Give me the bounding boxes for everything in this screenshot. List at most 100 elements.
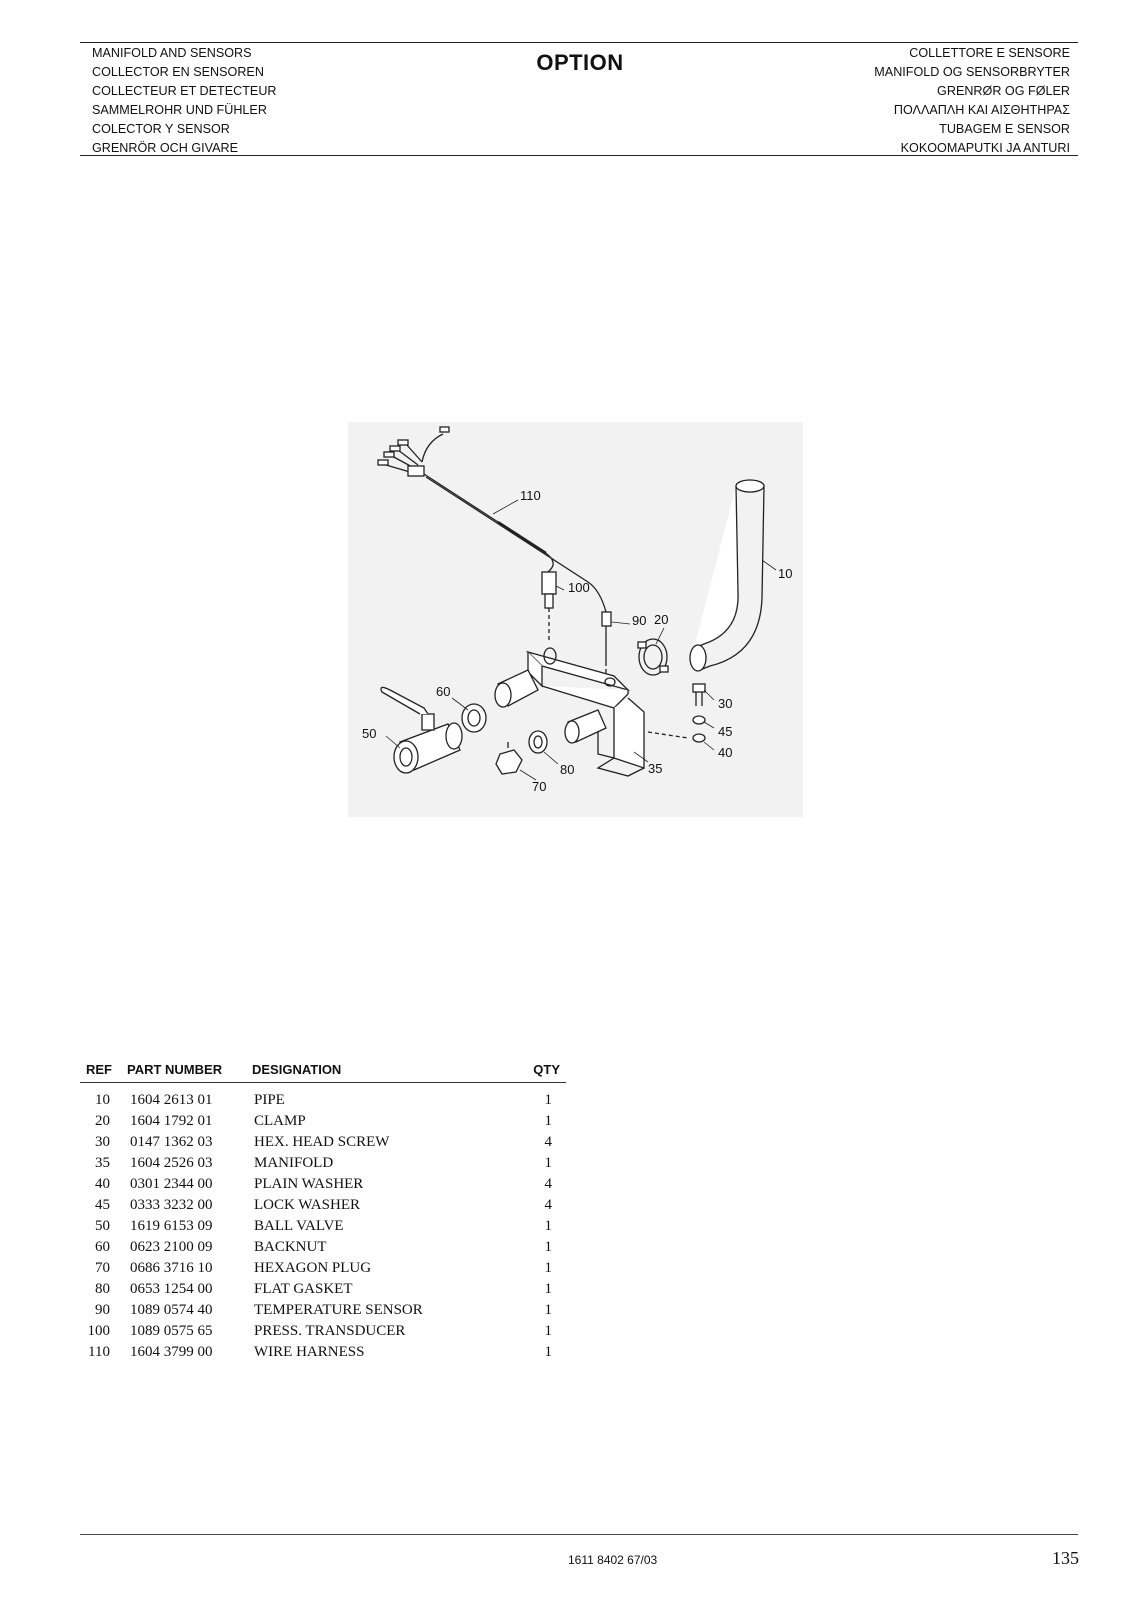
col-ref-header: REF	[86, 1062, 112, 1077]
part-number-cell: 0147 1362 03	[130, 1134, 213, 1150]
ref-cell: 30	[95, 1134, 110, 1150]
table-row: 90 1089 0574 40 TEMPERATURE SENSOR 1	[80, 1302, 566, 1323]
title-fr: COLLECTEUR ET DETECTEUR	[92, 84, 277, 98]
threaded-nipple-right	[564, 709, 607, 744]
part-number-cell: 1604 1792 01	[130, 1113, 213, 1129]
ref-cell: 110	[88, 1344, 110, 1360]
table-row: 50 1619 6153 09 BALL VALVE 1	[80, 1218, 566, 1239]
hex-head-screw	[692, 683, 706, 706]
title-fi: KOKOOMAPUTKI JA ANTURI	[900, 141, 1070, 155]
title-de: SAMMELROHR UND FÜHLER	[92, 103, 267, 117]
designation-cell: WIRE HARNESS	[254, 1344, 365, 1360]
qty-cell: 1	[544, 1323, 553, 1339]
flat-gasket	[528, 730, 548, 754]
leader-lines	[385, 499, 777, 781]
title-no: MANIFOLD OG SENSORBRYTER	[874, 65, 1070, 79]
qty-cell: 1	[544, 1092, 553, 1108]
qty-cell: 1	[544, 1155, 553, 1171]
callout-30: 30	[718, 696, 732, 711]
qty-cell: 1	[544, 1302, 553, 1318]
qty-cell: 1	[544, 1113, 553, 1129]
ref-cell: 100	[87, 1323, 111, 1339]
qty-cell: 1	[544, 1281, 553, 1297]
harness-connectors	[377, 426, 450, 477]
part-number-cell: 1604 2526 03	[130, 1155, 213, 1171]
ball-valve	[380, 686, 463, 774]
ref-cell: 60	[95, 1239, 110, 1255]
callout-45: 45	[718, 724, 732, 739]
table-row: 35 1604 2526 03 MANIFOLD 1	[80, 1155, 566, 1176]
pressure-transducer	[541, 571, 557, 642]
threaded-nipple-left	[494, 669, 539, 708]
part-number-cell: 1619 6153 09	[130, 1218, 213, 1234]
document-code: 1611 8402 67/03	[568, 1553, 658, 1567]
title-pt: TUBAGEM E SENSOR	[939, 122, 1070, 136]
callout-20: 20	[654, 612, 668, 627]
drawing-svg: 110 100 90 20 10 60 50 30 45 40 80 35 70	[362, 426, 792, 794]
table-row: 60 0623 2100 09 BACKNUT 1	[80, 1239, 566, 1260]
callout-110: 110	[520, 488, 541, 503]
option-title: OPTION	[536, 50, 624, 75]
pipe	[689, 479, 765, 672]
col-qty-header: QTY	[533, 1062, 560, 1077]
ref-cell: 35	[95, 1155, 110, 1171]
part-number-cell: 0623 2100 09	[130, 1239, 213, 1255]
designation-cell: MANIFOLD	[254, 1155, 334, 1171]
header-top-rule	[80, 42, 1078, 43]
col-designation-header: DESIGNATION	[252, 1062, 342, 1077]
callout-90: 90	[632, 613, 646, 628]
title-el: ΠΟΛΛΑΠΛΗ ΚΑΙ ΑΙΣΘΗΤΗΡΑΣ	[893, 103, 1070, 117]
designation-cell: BACKNUT	[254, 1239, 327, 1255]
ref-cell: 90	[95, 1302, 110, 1318]
qty-cell: 4	[544, 1176, 553, 1192]
page-number: 135	[1052, 1548, 1079, 1568]
table-row: 20 1604 1792 01 CLAMP 1	[80, 1113, 566, 1134]
part-number-cell: 1089 0574 40	[130, 1302, 213, 1318]
part-number-cell: 0686 3716 10	[130, 1260, 213, 1276]
backnut	[461, 703, 487, 733]
ref-cell: 80	[95, 1281, 110, 1297]
callout-50: 50	[362, 726, 376, 741]
callout-100: 100	[568, 580, 590, 595]
ref-cell: 40	[95, 1176, 110, 1192]
title-en: MANIFOLD AND SENSORS	[92, 46, 252, 60]
ref-cell: 20	[95, 1113, 110, 1129]
ref-cell: 10	[95, 1092, 110, 1108]
qty-cell: 1	[544, 1239, 553, 1255]
header-right-titles: COLLETTORE E SENSORE MANIFOLD OG SENSORB…	[874, 44, 1070, 158]
callout-10: 10	[778, 566, 792, 581]
designation-cell: PRESS. TRANSDUCER	[254, 1323, 406, 1339]
table-row: 10 1604 2613 01 PIPE 1	[80, 1092, 566, 1113]
ref-cell: 70	[95, 1260, 110, 1276]
callout-35: 35	[648, 761, 662, 776]
callout-70: 70	[532, 779, 546, 794]
hexagon-plug	[495, 742, 523, 775]
lock-washer	[692, 715, 706, 725]
designation-cell: TEMPERATURE SENSOR	[254, 1302, 423, 1318]
designation-cell: PIPE	[254, 1092, 285, 1108]
ref-cell: 50	[95, 1218, 110, 1234]
title-es: COLECTOR Y SENSOR	[92, 122, 230, 136]
part-number-cell: 0653 1254 00	[130, 1281, 213, 1297]
title-da: GRENRØR OG FØLER	[937, 84, 1070, 98]
qty-cell: 4	[544, 1197, 553, 1213]
part-number-cell: 0333 3232 00	[130, 1197, 213, 1213]
part-number-cell: 1604 2613 01	[130, 1092, 213, 1108]
parts-table-header: REF PART NUMBER DESIGNATION QTY	[80, 1060, 566, 1083]
qty-cell: 1	[544, 1218, 553, 1234]
callout-80: 80	[560, 762, 574, 777]
header-left-titles: MANIFOLD AND SENSORS COLLECTOR EN SENSOR…	[92, 44, 277, 158]
designation-cell: BALL VALVE	[254, 1218, 344, 1234]
title-it: COLLETTORE E SENSORE	[909, 46, 1070, 60]
callout-60: 60	[436, 684, 450, 699]
plain-washer	[692, 733, 706, 743]
designation-cell: HEXAGON PLUG	[254, 1260, 372, 1276]
designation-cell: CLAMP	[254, 1113, 306, 1129]
